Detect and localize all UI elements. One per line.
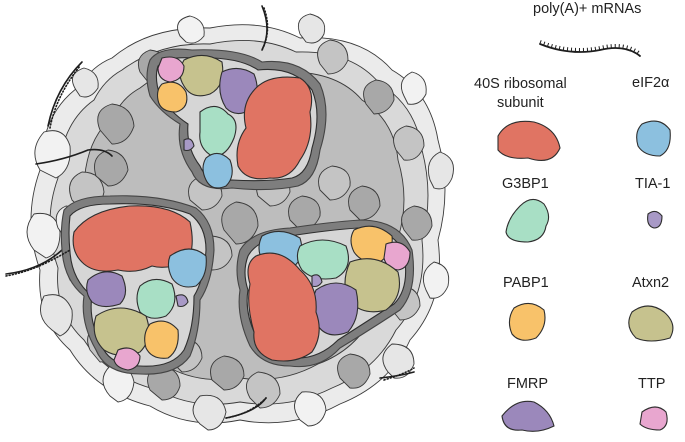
cluster-right	[236, 219, 415, 368]
legend-label-40s: 40S ribosomal subunit	[474, 75, 567, 113]
g3bp1-shape	[296, 239, 349, 280]
legend-eif2a-shape	[636, 120, 671, 157]
g3bp1-shape	[199, 105, 237, 157]
g3bp1-shape	[136, 278, 176, 319]
ttp-shape	[113, 347, 141, 371]
pabp1-shape	[144, 320, 179, 359]
ttp-shape	[157, 56, 185, 83]
eif2a-shape	[202, 152, 233, 189]
legend-label-eif2a: eIF2α	[632, 75, 670, 91]
legend-label-ttp: TTP	[638, 376, 666, 392]
legend-label-pabp1: PABP1	[503, 275, 549, 291]
atxn2-shape	[93, 307, 150, 357]
legend-ttp-shape	[639, 406, 668, 431]
legend-label-40s-line1: 40S ribosomal	[474, 76, 567, 92]
cluster-top	[146, 48, 327, 191]
legend-atxn2-shape	[628, 305, 674, 342]
legend-label-atxn2: Atxn2	[632, 275, 670, 291]
legend-fmrp-shape	[501, 400, 555, 432]
tia1-shape	[175, 294, 189, 308]
mrna-tails	[5, 7, 415, 419]
legend-label-fmrp: FMRP	[507, 376, 549, 392]
tia1-shape	[183, 138, 195, 152]
mrna-legend-strand	[539, 43, 641, 57]
40s-shape	[236, 76, 313, 180]
legend-label-40s-line2: subunit	[496, 95, 544, 111]
legend-label-g3bp1: G3BP1	[502, 176, 549, 192]
fmrp-shape	[86, 271, 127, 308]
mrna-legend-label: poly(A)+ mRNAs	[533, 1, 642, 17]
legend-tia1-shape	[647, 210, 663, 229]
tia1-shape	[311, 274, 323, 288]
cluster-left	[60, 195, 215, 375]
40s-shape	[247, 252, 320, 362]
eif2a-shape	[167, 248, 207, 288]
legend	[497, 40, 674, 432]
atxn2-shape	[179, 54, 224, 97]
legend-label-tia1: TIA-1	[635, 176, 671, 192]
pabp1-shape	[156, 81, 188, 113]
legend-40s-shape	[497, 120, 561, 161]
legend-pabp1-shape	[508, 302, 546, 341]
legend-g3bp1-shape	[505, 198, 550, 243]
